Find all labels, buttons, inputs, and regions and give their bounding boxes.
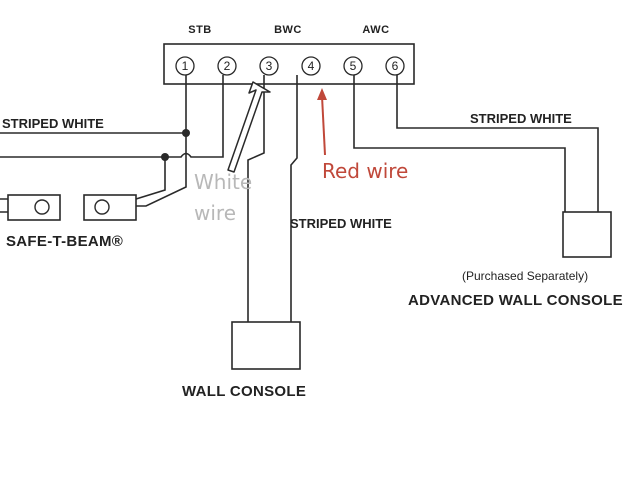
group-label-bwc: BWC bbox=[274, 24, 302, 36]
safe-t-beam-label: SAFE-T-BEAM® bbox=[6, 233, 123, 250]
striped-white-label-right: STRIPED WHITE bbox=[470, 111, 572, 126]
white-wire-arrow-icon bbox=[227, 81, 271, 173]
terminal-2: 2 bbox=[217, 56, 237, 76]
terminal-2-number: 2 bbox=[224, 59, 231, 73]
terminal-3-number: 3 bbox=[266, 59, 273, 73]
striped-white-label-left: STRIPED WHITE bbox=[2, 116, 104, 131]
red-wire-annotation: Red wire bbox=[322, 159, 408, 183]
terminal-1-number: 1 bbox=[182, 59, 189, 73]
terminal-3: 3 bbox=[259, 56, 279, 76]
terminal-1: 1 bbox=[175, 56, 195, 76]
advanced-wall-console-wiring bbox=[353, 75, 599, 212]
red-wire-arrow-icon bbox=[317, 88, 327, 156]
white-wire-annotation-line2: wire bbox=[194, 201, 236, 225]
wall-console-box bbox=[231, 321, 301, 370]
safe-t-beam-wiring bbox=[0, 75, 224, 213]
sensor-lens-icon bbox=[94, 199, 110, 215]
safe-t-beam-sensor-left bbox=[7, 194, 61, 221]
terminal-4-number: 4 bbox=[308, 59, 315, 73]
terminal-6: 6 bbox=[385, 56, 405, 76]
sensor-lens-icon bbox=[34, 199, 50, 215]
advanced-wall-console-label: ADVANCED WALL CONSOLE bbox=[408, 292, 623, 309]
white-wire-annotation-line1: White bbox=[194, 170, 252, 194]
striped-white-label-middle: STRIPED WHITE bbox=[290, 216, 392, 231]
group-label-awc: AWC bbox=[362, 24, 389, 36]
purchased-separately-label: (Purchased Separately) bbox=[462, 269, 588, 283]
terminal-5: 5 bbox=[343, 56, 363, 76]
terminal-block bbox=[163, 43, 415, 85]
advanced-wall-console-box bbox=[562, 211, 612, 258]
terminal-5-number: 5 bbox=[350, 59, 357, 73]
safe-t-beam-sensor-right bbox=[83, 194, 137, 221]
wall-console-wiring bbox=[247, 75, 298, 322]
wall-console-label: WALL CONSOLE bbox=[182, 383, 306, 400]
terminal-6-number: 6 bbox=[392, 59, 399, 73]
terminal-4: 4 bbox=[301, 56, 321, 76]
group-label-stb: STB bbox=[188, 24, 212, 36]
